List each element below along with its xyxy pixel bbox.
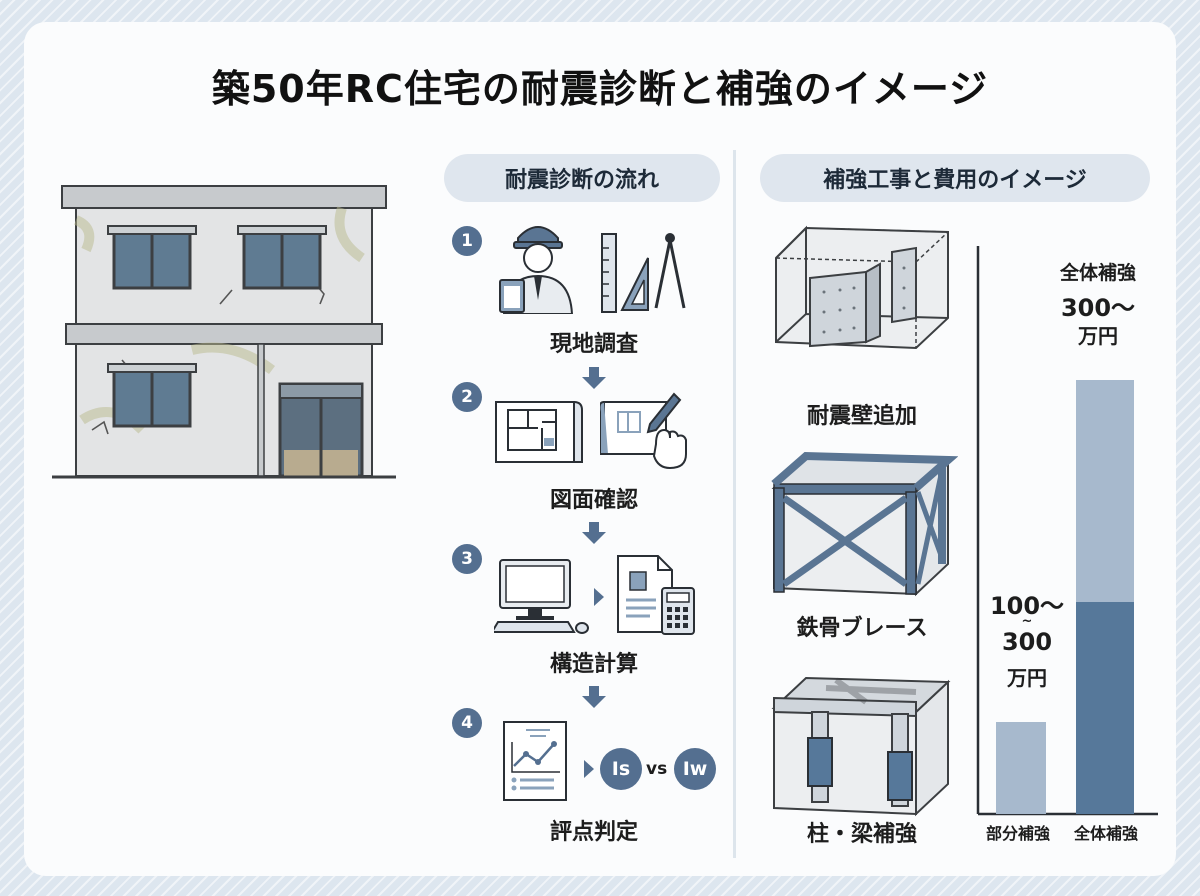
old-rc-building-icon	[52, 185, 396, 479]
bar-partial-retrofit	[996, 722, 1046, 814]
full-retrofit-unit: 万円	[1078, 324, 1118, 348]
chevron-right-icon	[594, 588, 604, 606]
step-3-number: 3	[452, 544, 482, 574]
drawing-hand-pen-icon	[600, 392, 687, 470]
method-label-steel-brace: 鉄骨ブレース	[796, 616, 928, 641]
steel-brace-icon	[771, 451, 958, 597]
infographic-card: 築50年RC住宅の耐震診断と補強のイメージ 耐震診断の流れ 1	[24, 22, 1176, 876]
bar-full-retrofit-lower	[1076, 602, 1134, 814]
floor-plan-icon	[495, 400, 583, 463]
step-4-label: 評点判定	[549, 820, 638, 845]
shear-wall-icon	[775, 225, 949, 350]
x-tick-full-retrofit: 全体補強	[1073, 824, 1138, 843]
is-score-badge: Is	[600, 748, 642, 790]
computer-icon	[494, 559, 589, 634]
partial-retrofit-tilde: ~	[1021, 614, 1033, 629]
step-3-label: 構造計算	[549, 652, 638, 677]
column-divider	[733, 150, 736, 858]
worker-with-clipboard-icon	[499, 226, 574, 314]
column-beam-jacket-icon	[771, 676, 951, 817]
document-calculator-icon	[617, 555, 695, 635]
method-label-column-beam: 柱・梁補強	[806, 822, 917, 847]
x-tick-partial-retrofit: 部分補強	[985, 824, 1050, 843]
step-1-number: 1	[452, 226, 482, 256]
diagnosis-flow-header: 耐震診断の流れ	[444, 154, 720, 202]
bar-full-retrofit-upper	[1076, 380, 1134, 602]
partial-retrofit-unit: 万円	[1007, 666, 1047, 690]
partial-retrofit-max: 300	[1001, 628, 1053, 656]
report-chart-icon	[503, 721, 567, 801]
step-1-label: 現地調査	[549, 332, 638, 357]
ruler-triangle-compass-icon	[601, 233, 686, 313]
chevron-right-icon	[584, 760, 594, 778]
retrofit-cost-header: 補強工事と費用のイメージ	[760, 154, 1150, 202]
step-2-label: 図面確認	[549, 488, 638, 513]
method-label-shear-wall: 耐震壁追加	[806, 404, 917, 429]
page-title: 築50年RC住宅の耐震診断と補強のイメージ	[211, 67, 989, 111]
cost-chart	[976, 246, 1158, 816]
full-retrofit-value: 300〜	[1060, 294, 1136, 322]
step-4-number: 4	[452, 708, 482, 738]
iw-score-badge: Iw	[674, 748, 716, 790]
step-2-number: 2	[452, 382, 482, 412]
full-retrofit-heading: 全体補強	[1059, 262, 1136, 284]
partial-retrofit-min: 100〜	[989, 592, 1065, 620]
vs-label: vs	[646, 759, 668, 779]
